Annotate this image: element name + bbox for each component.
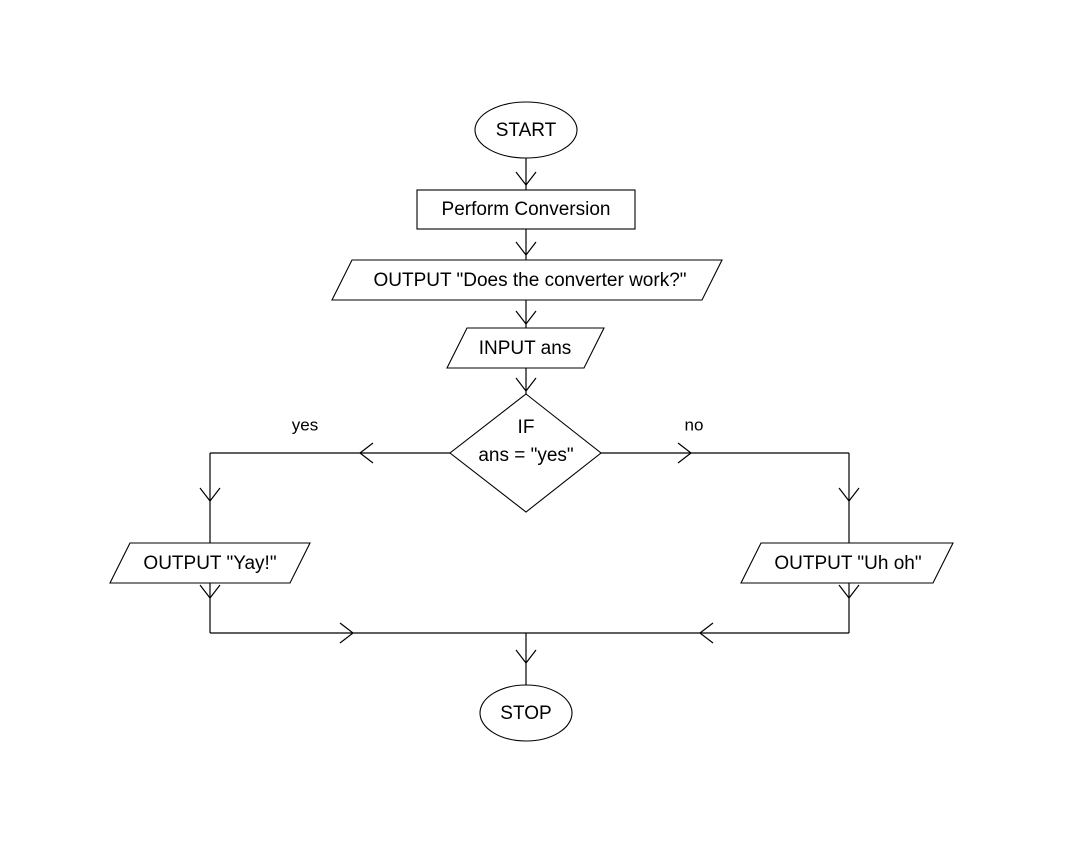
node-perform-conversion-label: Perform Conversion [442,199,611,220]
node-decision-label-line1: IF [518,417,535,438]
node-start-shape [474,101,578,159]
arrowhead-down-to-input [515,310,537,325]
branch-label-no: no [685,415,704,434]
node-stop-shape [479,684,573,742]
node-stop-label: STOP [500,703,551,724]
node-output-yay-shape [109,542,311,584]
node-input-ans-label: INPUT ans [479,338,572,359]
arrowhead-right-merge-left [339,622,354,644]
node-perform-conversion-shape [416,189,636,230]
arrowhead-down-to-output-question [515,241,537,256]
node-decision-shape [449,393,602,513]
arrowhead-down-from-output-yay [199,584,221,599]
arrowhead-left-yes [359,442,374,464]
node-output-yay-label: OUTPUT "Yay!" [143,553,276,574]
node-output-question-label: OUTPUT "Does the converter work?" [373,270,686,291]
arrowhead-down-to-output-uhoh [838,487,860,502]
arrowhead-down-to-stop [515,649,537,664]
node-output-uhoh-label: OUTPUT "Uh oh" [774,553,921,574]
arrowhead-right-no [677,442,692,464]
node-output-uhoh-shape [740,542,954,584]
arrowhead-down-to-output-yay [199,487,221,502]
arrowhead-down-to-decision [515,377,537,392]
branch-label-yes: yes [292,415,318,434]
node-output-question-shape [331,259,723,301]
arrowhead-down-to-conversion [515,171,537,186]
arrowhead-down-from-output-uhoh [838,584,860,599]
arrowhead-left-merge-right [699,622,714,644]
node-decision-label-line2: ans = "yes" [478,445,573,466]
node-start-label: START [496,120,557,141]
node-input-ans-shape [446,327,605,369]
